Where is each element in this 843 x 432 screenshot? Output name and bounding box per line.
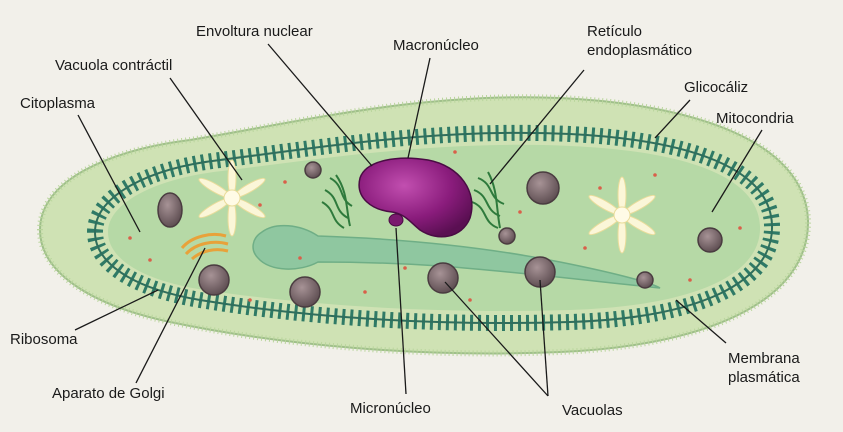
label-micronucleo: Micronúcleo <box>350 400 431 417</box>
label-macronucleo: Macronúcleo <box>393 37 479 54</box>
vacuole <box>698 228 722 252</box>
label-mitocondria: Mitocondria <box>716 110 794 127</box>
label-plasmatica: plasmática <box>728 369 800 386</box>
label-vacuola-contractil: Vacuola contráctil <box>55 57 172 74</box>
label-vacuolas: Vacuolas <box>562 402 623 419</box>
label-endoplasmatico: endoplasmático <box>587 42 692 59</box>
label-glicocaliz: Glicocáliz <box>684 79 748 96</box>
label-reticulo: Retículo <box>587 23 642 40</box>
vacuole <box>305 162 321 178</box>
vacuole <box>199 265 229 295</box>
vacuole <box>499 228 515 244</box>
vacuole <box>158 193 182 227</box>
label-citoplasma: Citoplasma <box>20 95 96 112</box>
label-aparato-golgi: Aparato de Golgi <box>52 385 165 402</box>
vacuole <box>428 263 458 293</box>
vacuole <box>527 172 559 204</box>
label-envoltura-nuclear: Envoltura nuclear <box>196 23 313 40</box>
micronucleus <box>389 214 403 226</box>
label-ribosoma: Ribosoma <box>10 331 78 348</box>
label-membrana: Membrana <box>728 350 800 367</box>
vacuole <box>290 277 320 307</box>
vacuole <box>637 272 653 288</box>
